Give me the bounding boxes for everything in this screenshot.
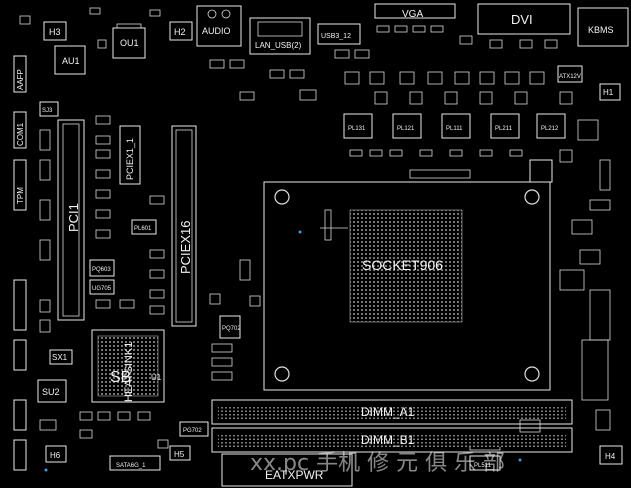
mounting-hole-h4: H4 <box>599 445 623 465</box>
chip-su2: SU2 <box>37 379 67 403</box>
kbms-label: KBMS <box>588 25 614 35</box>
su2-label: SU2 <box>42 387 60 397</box>
chip-ou1: OU1 <box>112 23 146 59</box>
sb-label: SB <box>110 369 131 386</box>
watermark: xx.pc 手机 修 元 俱 乐 部 <box>250 451 505 476</box>
au1-label: AU1 <box>62 56 80 66</box>
mounting-hole-h1: H1 <box>599 83 621 101</box>
ou1-label: OU1 <box>120 38 139 48</box>
tpm-label: TPM <box>16 187 25 204</box>
mounting-hole-h5: H5 <box>169 445 191 461</box>
pciex1-slot: PCIEX1_1 <box>119 125 141 185</box>
pq702-component: PQ702 <box>219 315 241 339</box>
dimm-b1-label: DIMM_B1 <box>361 433 415 447</box>
chip-sx1: SX1 <box>49 349 73 365</box>
usb-label: USB3_12 <box>321 33 351 40</box>
pl211-label: PL211 <box>495 126 513 132</box>
tpm-header: TPM <box>13 159 27 211</box>
pl111-label: PL111 <box>446 126 463 132</box>
h4-label: H4 <box>605 452 616 461</box>
dimm-slot-a1: DIMM_A1 <box>211 399 573 425</box>
sata-label: SATA6G_1 <box>116 463 146 469</box>
u1-label: U1 <box>151 373 162 382</box>
left-edge-headers <box>13 279 27 471</box>
h1-label: H1 <box>603 88 614 97</box>
h2-label: H2 <box>174 27 186 37</box>
pl511-label: PL511 <box>474 463 492 469</box>
ug705-label: UG705 <box>92 286 112 292</box>
pg702-label: PG702 <box>183 428 202 434</box>
pciex1-label: PCIEX1_1 <box>125 138 135 180</box>
via-markers <box>44 230 522 472</box>
pq603-label: PQ603 <box>92 267 111 273</box>
audio-label: AUDIO <box>202 26 231 36</box>
pl121-label: PL121 <box>397 126 415 132</box>
socket-label: SOCKET906 <box>362 257 443 273</box>
eatxpwr-connector: EATXPWR <box>221 453 353 487</box>
left-small-components: PL601 PQ603 UG705 <box>39 115 165 333</box>
sj3-label: SJ3 <box>42 108 53 114</box>
vrm-small-components <box>349 119 611 291</box>
sata-connector: SATA6G_1 <box>109 455 161 471</box>
vga-connector: VGA <box>374 3 456 20</box>
pq702-label: PQ702 <box>222 326 241 332</box>
mounting-hole-h2: H2 <box>169 21 193 41</box>
dimm-a1-label: DIMM_A1 <box>361 405 415 419</box>
aafp-header: AAFP <box>13 55 27 93</box>
atx12v-label: ATX12V <box>559 74 581 80</box>
audio-jack: AUDIO <box>196 5 242 47</box>
h3-label: H3 <box>49 27 61 37</box>
southbridge-chip: SB U1 HEATSINK1 <box>91 329 165 403</box>
power-inductors: PL131 PL121 PL111 PL211 PL212 <box>343 113 566 139</box>
chip-au1: AU1 <box>54 45 86 75</box>
sx1-label: SX1 <box>52 353 68 362</box>
pci1-slot: PCI1 <box>57 119 85 321</box>
top-small-components <box>19 7 573 105</box>
eatxpwr-label: EATXPWR <box>265 468 324 482</box>
aafp-label: AAFP <box>16 69 25 90</box>
pciex16-slot: PCIEX16 <box>171 125 197 327</box>
right-edge-components <box>249 289 611 451</box>
mounting-hole-h6: H6 <box>45 445 67 463</box>
atx12v-connector: ATX12V <box>557 65 583 83</box>
heatsink-label: HEATSINK1 <box>123 342 135 402</box>
dvi-connector: DVI <box>477 3 571 35</box>
com-header: COM1 <box>13 111 27 149</box>
vga-label: VGA <box>402 9 423 20</box>
usb-connector: USB3_12 <box>317 23 361 45</box>
pl511-component: PL511 <box>469 455 501 471</box>
pg702-component: PG702 <box>179 421 209 437</box>
h5-label: H5 <box>174 450 185 459</box>
lan-usb-label: LAN_USB(2) <box>255 41 302 50</box>
mounting-hole-h3: H3 <box>43 21 67 41</box>
sj3-jumper: SJ3 <box>39 101 59 117</box>
kbms-connector: KBMS <box>577 7 629 47</box>
pciex16-label: PCIEX16 <box>178 221 193 274</box>
pci1-label: PCI1 <box>66 203 81 232</box>
h6-label: H6 <box>50 451 61 460</box>
dvi-label: DVI <box>511 12 533 27</box>
lan-usb-connector: LAN_USB(2) <box>249 17 311 55</box>
pl601-label: PL601 <box>134 226 152 232</box>
cpu-socket: SOCKET906 <box>263 181 551 391</box>
dimm-slot-b1: DIMM_B1 <box>211 427 573 453</box>
pl212-label: PL212 <box>541 126 559 132</box>
pl131-label: PL131 <box>348 126 366 132</box>
com-label: COM1 <box>16 122 25 146</box>
lower-left-small-components <box>39 259 251 449</box>
